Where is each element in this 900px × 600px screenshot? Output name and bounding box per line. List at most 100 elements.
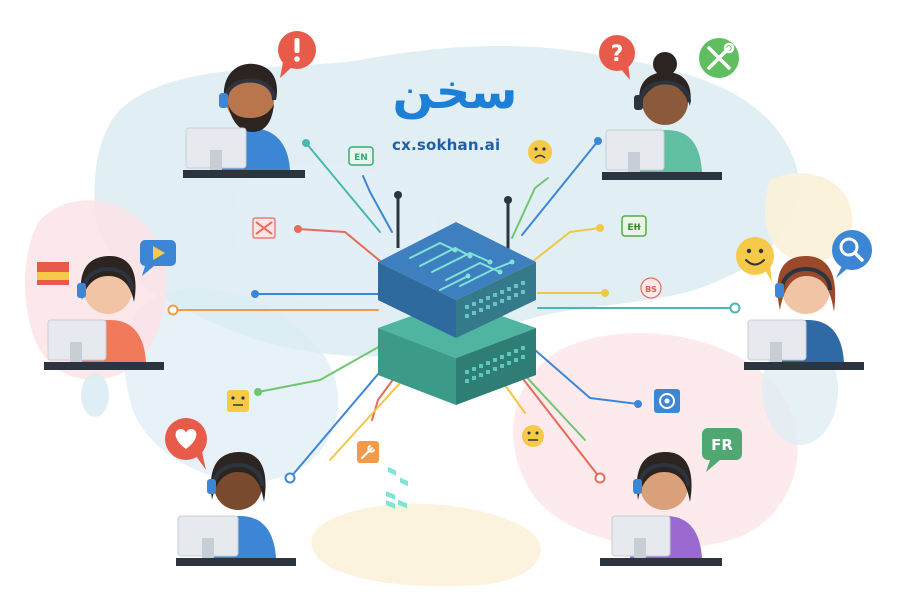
connector-line bbox=[257, 344, 383, 393]
bs-badge: BS bbox=[640, 277, 662, 299]
antenna-left-tip bbox=[394, 191, 402, 199]
headset-ear bbox=[634, 95, 643, 110]
server-top-left bbox=[378, 262, 456, 338]
connector-node bbox=[634, 400, 642, 408]
neutral-face-icon bbox=[227, 390, 249, 412]
smile-face-icon bbox=[736, 237, 774, 282]
flag-icon bbox=[37, 262, 69, 285]
en-badge: EN bbox=[348, 146, 374, 166]
brand-logo: سخن bbox=[393, 64, 518, 120]
connector-node bbox=[601, 289, 609, 297]
magnifier-icon bbox=[832, 230, 872, 278]
agent-mid-right bbox=[744, 256, 864, 370]
flag-icon bbox=[252, 217, 276, 239]
video-play-icon bbox=[140, 240, 176, 276]
desk bbox=[744, 362, 864, 370]
agent-mid-left bbox=[44, 256, 164, 370]
connector-line bbox=[329, 371, 411, 461]
agent-beard bbox=[228, 104, 274, 132]
connector-line bbox=[362, 175, 393, 233]
server-bottom-right bbox=[456, 328, 536, 405]
exclamation-bubble-icon bbox=[278, 31, 316, 78]
heart-bubble-icon bbox=[165, 418, 207, 470]
blob-blue-small bbox=[81, 373, 109, 417]
server-circuit bbox=[409, 241, 513, 291]
headset-ear bbox=[775, 283, 784, 298]
headset-ear bbox=[219, 93, 228, 108]
agent-top-left bbox=[183, 63, 305, 178]
agent-top-right bbox=[602, 52, 722, 180]
agent-hair bbox=[777, 256, 836, 312]
connector-node bbox=[167, 304, 179, 316]
connector-line bbox=[297, 228, 386, 266]
connector-node bbox=[302, 139, 310, 147]
server-top-face bbox=[378, 222, 536, 300]
connector-line bbox=[519, 369, 586, 441]
svg-text:?: ? bbox=[611, 42, 624, 67]
blob-yellow-2 bbox=[311, 503, 541, 587]
agent-hair bbox=[80, 256, 136, 302]
agent-hair bbox=[639, 72, 691, 106]
eu-badge: EƗƗ bbox=[621, 215, 647, 237]
connector-node bbox=[729, 302, 741, 314]
blob-pink-2 bbox=[513, 333, 798, 548]
connector-node bbox=[294, 225, 302, 233]
connector-line bbox=[289, 359, 391, 479]
connector-line bbox=[511, 177, 549, 239]
connector-node bbox=[596, 224, 604, 232]
connector-line bbox=[521, 140, 599, 236]
en-badge-label: EN bbox=[354, 153, 368, 163]
monitor-stand bbox=[770, 342, 782, 362]
antenna-right-tip bbox=[504, 196, 512, 204]
headset-icon bbox=[638, 463, 690, 487]
connector-node bbox=[594, 137, 602, 145]
headset-icon bbox=[212, 463, 264, 487]
wrench-icon bbox=[357, 441, 379, 463]
server-bottom-vents bbox=[386, 491, 407, 509]
agent-hair bbox=[223, 63, 278, 100]
server-bottom-left bbox=[378, 328, 456, 405]
agent-hair-bun bbox=[653, 52, 677, 76]
agent-bottom-left bbox=[176, 452, 296, 566]
connector-line bbox=[534, 349, 639, 405]
desk bbox=[602, 172, 722, 180]
agent-bottom-right bbox=[600, 452, 722, 566]
monitor-stand bbox=[70, 342, 82, 362]
desk bbox=[176, 558, 296, 566]
question-bubble-icon: ? bbox=[599, 35, 635, 80]
connector-node bbox=[594, 472, 606, 484]
desk bbox=[183, 170, 305, 178]
sad-face-icon bbox=[528, 140, 552, 164]
settings-icon bbox=[654, 389, 680, 413]
server-stack bbox=[378, 191, 536, 509]
fr-badge: FR bbox=[702, 428, 742, 472]
desk bbox=[44, 362, 164, 370]
headset-ear bbox=[77, 283, 86, 298]
connection-lines bbox=[167, 137, 741, 484]
logo-script: سخن bbox=[393, 64, 518, 120]
server-top-right bbox=[456, 262, 536, 338]
agent-hair bbox=[210, 452, 266, 502]
eu-badge-label: EƗƗ bbox=[627, 223, 641, 233]
connector-line bbox=[531, 227, 601, 263]
connector-node bbox=[284, 472, 296, 484]
fr-badge-label: FR bbox=[711, 436, 733, 454]
headset-icon bbox=[780, 267, 832, 291]
neutral-face-icon bbox=[522, 425, 544, 447]
agent-head bbox=[226, 76, 274, 124]
headset-icon bbox=[639, 80, 691, 103]
monitor-stand bbox=[628, 152, 640, 172]
monitor-stand bbox=[202, 538, 214, 558]
headset-ear bbox=[207, 479, 216, 494]
server-top-grille bbox=[465, 281, 525, 318]
brand-domain-text: cx.sokhan.ai bbox=[392, 136, 501, 154]
agent-head bbox=[642, 79, 688, 125]
wrench-screwdriver-icon bbox=[699, 38, 739, 78]
headset-ear bbox=[633, 479, 642, 494]
monitor-stand bbox=[210, 150, 222, 170]
agent-hair bbox=[636, 452, 692, 502]
connector-node bbox=[254, 388, 262, 396]
connector-line bbox=[519, 374, 601, 479]
server-circuit-nodes bbox=[452, 247, 515, 279]
